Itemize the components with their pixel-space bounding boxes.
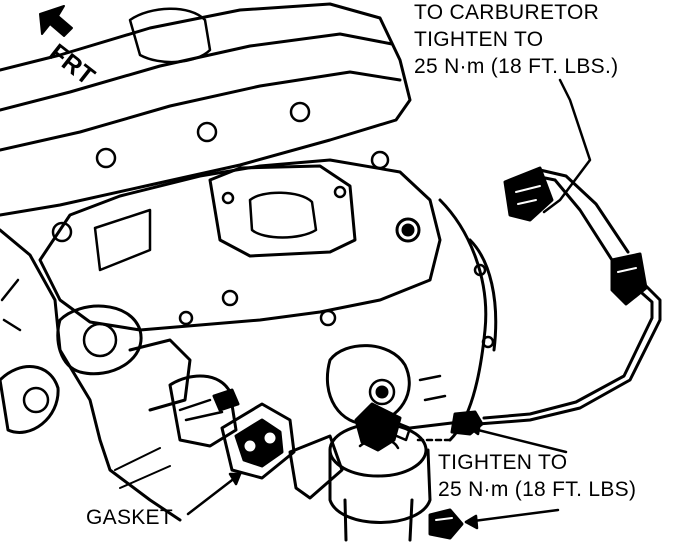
carburetor-callout-line-2: TIGHTEN TO xyxy=(414,28,544,51)
gasket-label: GASKET xyxy=(86,506,173,529)
carburetor-callout-line-3: 25 N·m (18 FT. LBS.) xyxy=(414,55,619,78)
intake-manifold xyxy=(38,158,442,332)
pump-callout-line-2: 25 N·m (18 FT. LBS) xyxy=(438,478,637,501)
engine-block-left xyxy=(0,228,192,522)
pump-mount xyxy=(168,374,240,448)
leader-lines xyxy=(186,78,592,530)
fuel-pump xyxy=(288,402,464,542)
timing-cover xyxy=(325,198,498,442)
valve-cover xyxy=(0,2,412,217)
fuel-line xyxy=(408,166,662,436)
front-arrow-icon xyxy=(39,5,73,37)
carburetor-callout-line-1: TO CARBURETOR xyxy=(414,1,600,24)
pump-callout-line-1: TIGHTEN TO xyxy=(438,451,568,474)
